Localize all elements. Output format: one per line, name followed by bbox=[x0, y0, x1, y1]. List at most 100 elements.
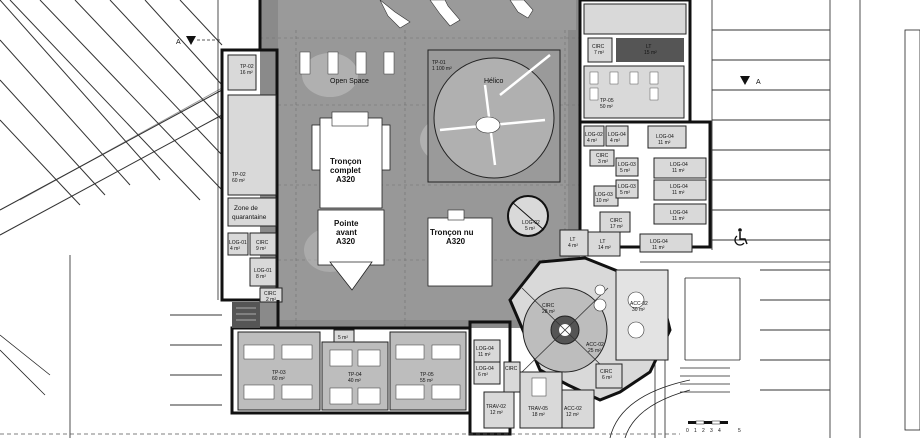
a320-nose: Pointe avant A320 bbox=[317, 209, 385, 291]
room-log04c-id: LOG-04 bbox=[670, 162, 688, 168]
open-space-label: Open Space bbox=[330, 78, 369, 85]
room-tp03-id: TP-03 bbox=[272, 370, 286, 376]
room-trav05-id: TRAV-05 bbox=[528, 406, 548, 412]
parking-area bbox=[0, 0, 223, 438]
room-log02a-id: LOG-02 bbox=[585, 132, 603, 138]
room-trav05-area: 18 m² bbox=[532, 412, 545, 418]
room-circ6-id: CIRC bbox=[600, 369, 613, 375]
section-mark-a1-label: A bbox=[176, 39, 181, 46]
room-log04f-area: 11 m² bbox=[652, 245, 665, 251]
room-log02b-area: 5 m² bbox=[525, 226, 535, 232]
scale-tick-0: 0 bbox=[686, 428, 689, 434]
training-rooms: TP-03 60 m² TP-04 40 m² 5 m² TP-05 55 m² bbox=[230, 302, 472, 415]
triangle-icon bbox=[740, 76, 750, 85]
exterior-walls bbox=[258, 0, 470, 330]
room-log04a-area: 4 m² bbox=[610, 138, 620, 144]
room-trav02-id: TRAV-02 bbox=[486, 404, 506, 410]
room-tp05-low-id: TP-05 bbox=[420, 372, 434, 378]
room-circa-id: CIRC bbox=[256, 240, 269, 246]
room-lt-top-area: 15 m² bbox=[644, 50, 657, 56]
room-log03b-area: 10 m² bbox=[596, 198, 609, 204]
section-mark-a1: A bbox=[176, 36, 222, 46]
helicopter-pad: TP-01 1 100 m² Hélico bbox=[427, 49, 561, 183]
log02-round: LOG-02 5 m² bbox=[507, 195, 549, 237]
room-acc02-30-area: 30 m² bbox=[632, 307, 645, 313]
room-quarantine-line2: quarantaine bbox=[232, 214, 267, 221]
room-circ-top-id: CIRC bbox=[592, 44, 605, 50]
room-lt4-id: LT bbox=[570, 237, 575, 243]
room-log03b-id: LOG-03 bbox=[595, 192, 613, 198]
room-tp04-area: 40 m² bbox=[348, 378, 361, 384]
triangle-icon bbox=[186, 36, 196, 45]
room-circb-area: 2 m² bbox=[266, 297, 276, 303]
room-log04f-id: LOG-04 bbox=[650, 239, 668, 245]
parking-right bbox=[609, 0, 920, 438]
room-lt-top-id: LT bbox=[646, 44, 651, 50]
room-tp04-id: TP-04 bbox=[348, 372, 362, 378]
scale-tick-1: 1 bbox=[694, 428, 697, 434]
right-upper-wing: CIRC 7 m² LT 15 m² TP-05 50 m² bbox=[578, 0, 692, 124]
a320-section-bare: Tronçon nu A320 bbox=[427, 209, 493, 287]
logistics-block: LOG-02 4 m² LOG-04 4 m² LOG-04 11 m² CIR… bbox=[578, 120, 712, 253]
room-circa-area: 9 m² bbox=[256, 246, 266, 252]
section-mark-a2: A bbox=[740, 76, 761, 86]
room-quarantine-line1: Zone de bbox=[234, 205, 258, 212]
room-circ-top-area: 7 m² bbox=[594, 50, 604, 56]
room-circ17-area: 17 m² bbox=[610, 224, 623, 230]
room-lt4-area: 4 m² bbox=[568, 243, 578, 249]
room-log04a-id: LOG-04 bbox=[608, 132, 626, 138]
room-lt14-id: LT bbox=[600, 239, 605, 245]
room-log03c-area: 5 m² bbox=[620, 190, 630, 196]
room-acc02-30-id: ACC-02 bbox=[630, 301, 648, 307]
room-log04g-id: LOG-04 bbox=[476, 346, 494, 352]
room-tp05-top-area: 50 m² bbox=[600, 104, 613, 110]
a320-section-complete: Tronçon complet A320 bbox=[311, 111, 391, 209]
troncon-nu-line2: A320 bbox=[446, 237, 466, 246]
troncon-complet-line1: Tronçon bbox=[330, 157, 362, 166]
room-circ-mid-id: CIRC bbox=[596, 153, 609, 159]
scale-tick-5: 5 bbox=[738, 428, 741, 434]
room-log03c-id: LOG-03 bbox=[618, 184, 636, 190]
room-circ17-id: CIRC bbox=[610, 218, 623, 224]
room-log01b-area: 8 m² bbox=[256, 274, 266, 280]
room-log04h-area: 6 m² bbox=[478, 372, 488, 378]
left-rooms: TP-02 16 m² TP-02 60 m² Zone de quaranta… bbox=[220, 48, 283, 303]
room-tp05-low-area: 55 m² bbox=[420, 378, 433, 384]
scale-tick-4: 4 bbox=[718, 428, 721, 434]
wheelchair-icon bbox=[734, 228, 748, 246]
room-log01b-id: LOG-01 bbox=[254, 268, 272, 274]
room-tp02-left-area: 60 m² bbox=[232, 178, 245, 184]
room-acc02-12-area: 12 m² bbox=[566, 412, 579, 418]
troncon-complet-line3: A320 bbox=[336, 175, 356, 184]
room-log04h-id: LOG-04 bbox=[476, 366, 494, 372]
room-tp02-top-id: TP-02 bbox=[240, 64, 254, 70]
scale-tick-3: 3 bbox=[710, 428, 713, 434]
room-log02a-area: 4 m² bbox=[587, 138, 597, 144]
room-lt4 bbox=[559, 229, 589, 257]
room-log04e-area: 11 m² bbox=[672, 216, 685, 222]
room-acc02-12-id: ACC-02 bbox=[564, 406, 582, 412]
troncon-complet-line2: complet bbox=[330, 166, 361, 175]
room-tp02-left-id: TP-02 bbox=[232, 172, 246, 178]
room-tp05-top-id: TP-05 bbox=[600, 98, 614, 104]
pointe-avant-line1: Pointe bbox=[334, 219, 359, 228]
troncon-nu-line1: Tronçon nu bbox=[430, 228, 474, 237]
room-log04c-area: 11 m² bbox=[672, 168, 685, 174]
pointe-avant-line3: A320 bbox=[336, 237, 356, 246]
room-log01a-id: LOG-01 bbox=[229, 240, 247, 246]
pointe-avant-line2: avant bbox=[336, 228, 357, 237]
room-log04g-area: 11 m² bbox=[478, 352, 491, 358]
scale-bar: 0 1 2 3 4 5 bbox=[686, 420, 741, 434]
room-log04b-id: LOG-04 bbox=[656, 134, 674, 140]
room-log03a-id: LOG-03 bbox=[618, 162, 636, 168]
room-log04d-id: LOG-04 bbox=[670, 184, 688, 190]
room-trav02-area: 12 m² bbox=[490, 410, 503, 416]
room-circ-v-id: CIRC bbox=[505, 366, 518, 372]
room-acc02-25-area: 25 m² bbox=[588, 348, 601, 354]
scale-tick-2: 2 bbox=[702, 428, 705, 434]
room-log01a-area: 4 m² bbox=[230, 246, 240, 252]
room-lt14 bbox=[587, 231, 621, 257]
room-log02b-id: LOG-02 bbox=[522, 220, 540, 226]
room-circ-mid-area: 3 m² bbox=[598, 159, 608, 165]
